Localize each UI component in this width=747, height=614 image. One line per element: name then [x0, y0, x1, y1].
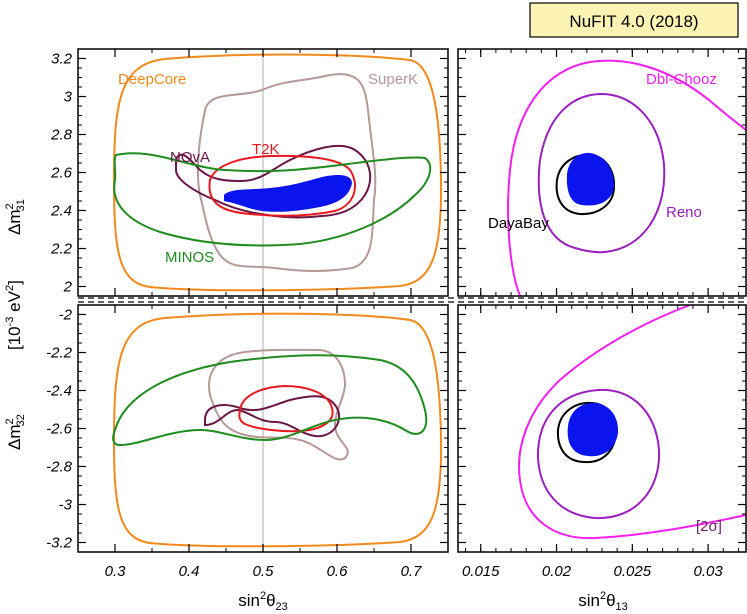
ytick-label-top: 3.2: [51, 51, 73, 68]
xlabel-left: sin2θ23: [238, 590, 288, 613]
contour-nova-bottom: [204, 395, 341, 438]
contour-superk-bottom: [208, 348, 349, 461]
ytick-label-bottom: -3.2: [46, 535, 73, 552]
axis-ticks: 0.3 0.4 0.5 0.6 0.7 0.015 0.02 0.025 0.03 2 2.2 2.4…: [46, 48, 746, 580]
panel-bottom-right-contours: [518, 305, 746, 540]
label-t2k: T2K: [252, 141, 280, 158]
global-fit-fill-top-left: [224, 175, 352, 212]
contour-t2k-bottom: [238, 384, 334, 433]
contour-nova-top: [175, 144, 372, 219]
ytick-label-top: 2: [63, 279, 73, 296]
contour-dblchooz-bottom: [518, 305, 746, 540]
xtick-label-left: 0.7: [401, 563, 423, 580]
ylabel-units: [10-3 eV2]: [4, 280, 24, 350]
panel-bottom-left-contours: [112, 312, 443, 548]
xtick-label-left: 0.6: [327, 563, 349, 580]
panel-top-left-contours: [112, 53, 443, 292]
xtick-label-right: 0.015: [462, 563, 500, 580]
label-sigma: [2σ]: [696, 518, 722, 535]
ytick-label-bottom: -3: [59, 497, 73, 514]
ylabel-bottom: Δm232: [4, 414, 27, 450]
badge-box: [529, 2, 739, 38]
ylabel-top: Δm231: [4, 199, 27, 235]
label-dayabay: DayaBay: [488, 215, 549, 232]
global-fit-fill-top-right: [566, 152, 614, 206]
contour-minos-top: [113, 152, 432, 247]
contour-t2k-top: [208, 154, 356, 217]
label-deepcore: DeepCore: [118, 71, 186, 88]
global-fit-fill-bottom-right: [567, 402, 619, 457]
badge-text: NuFIT 4.0 (2018): [569, 12, 698, 31]
panel-top-right-contours: [507, 59, 746, 296]
ytick-label-top: 2.6: [50, 165, 73, 182]
ytick-label-top: 2.2: [50, 241, 73, 258]
xtick-label-right: 0.03: [694, 563, 724, 580]
ytick-label-top: 2.8: [50, 127, 73, 144]
ytick-label-bottom: -2: [59, 307, 73, 324]
ytick-label-top: 2.4: [50, 203, 72, 220]
xtick-label-right: 0.02: [542, 563, 572, 580]
ytick-label-top: 3: [64, 89, 73, 106]
contour-superk-top: [196, 73, 377, 272]
label-reno: Reno: [666, 204, 702, 221]
label-minos: MINOS: [165, 249, 214, 266]
contour-minos-bottom: [112, 354, 428, 447]
contour-reno-bottom: [536, 388, 661, 520]
ytick-label-bottom: -2.2: [46, 345, 73, 362]
contour-deepcore-top: [112, 53, 443, 292]
label-nova: NOvA: [170, 149, 210, 166]
contour-reno-top: [537, 92, 666, 254]
ytick-label-bottom: -2.6: [46, 421, 73, 438]
label-dblchooz: Dbl-Chooz: [646, 71, 717, 88]
contour-dblchooz-top: [507, 59, 746, 296]
xtick-label-left: 0.3: [105, 563, 127, 580]
xtick-label-left: 0.5: [253, 563, 275, 580]
xtick-label-right: 0.025: [614, 563, 652, 580]
xtick-label-left: 0.4: [179, 563, 200, 580]
ytick-label-bottom: -2.4: [46, 383, 72, 400]
xlabel-right: sin2θ13: [578, 590, 628, 613]
ytick-label-bottom: -2.8: [46, 459, 73, 476]
label-superk: SuperK: [368, 71, 418, 88]
